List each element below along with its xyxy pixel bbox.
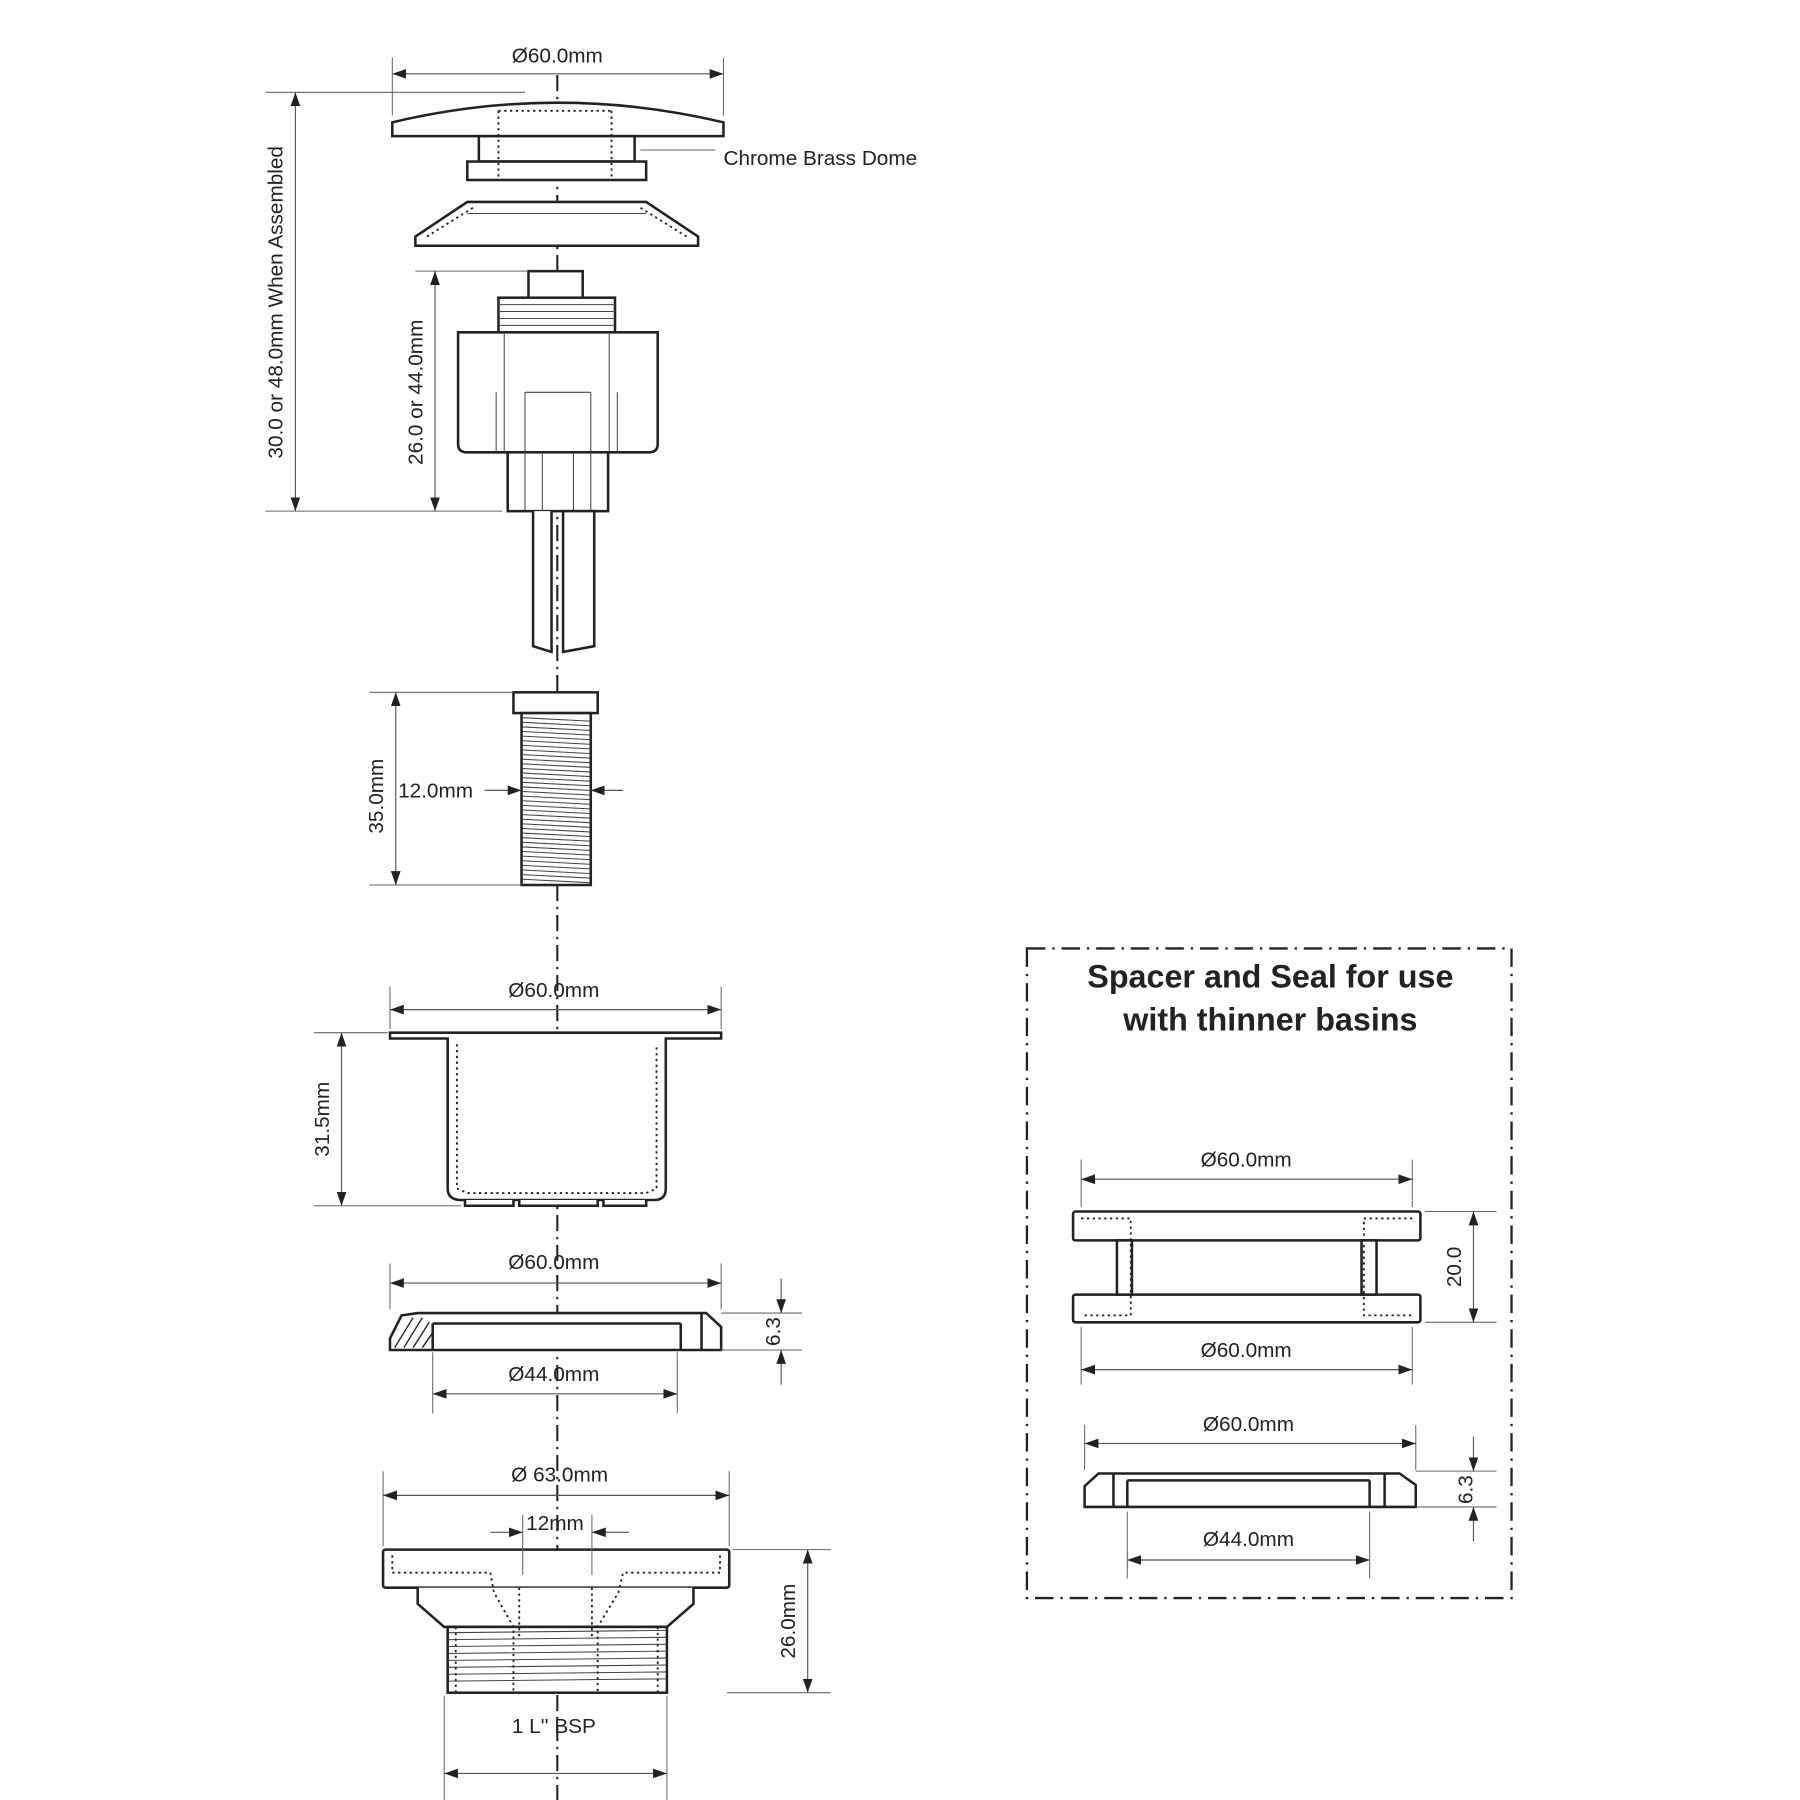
basket-height-label: 31.5mm [311, 1082, 334, 1157]
waste-basket-body [388, 1031, 723, 1208]
thread-line [522, 860, 590, 865]
thread-line [522, 804, 590, 810]
panel-seal-outer-diameter-label: Ø60.0mm [1203, 1413, 1294, 1436]
thread-line [522, 767, 590, 773]
spacer [1071, 1210, 1422, 1324]
body-height-label: 26.0mm [777, 1584, 800, 1659]
dome-diameter-label: Ø60.0mm [512, 44, 603, 67]
basin-seal [388, 1311, 723, 1352]
thread-line [522, 855, 590, 861]
thread-line [522, 763, 590, 768]
threaded-rod [512, 691, 599, 887]
waste-body-thread [381, 1548, 731, 1694]
thread-line [522, 781, 590, 787]
thread-line [522, 777, 590, 782]
trim-ring [414, 200, 700, 248]
chrome-brass-dome-label: Chrome Brass Dome [723, 147, 917, 170]
panel-seal-inner-diameter-label: Ø44.0mm [1203, 1528, 1294, 1551]
thread-line [522, 721, 590, 727]
thread-line [522, 814, 590, 819]
thread-line [448, 1678, 666, 1682]
thread-line [522, 791, 590, 796]
thread-line [522, 832, 590, 838]
assembled-height-label: 30.0 or 48.0mm When Assembled [265, 146, 288, 459]
thread-line [522, 795, 590, 801]
thread-line [522, 758, 590, 764]
spacer-bottom-diameter-label: Ø60.0mm [1201, 1339, 1292, 1362]
thread-line [448, 1650, 666, 1654]
thread-line [448, 1629, 666, 1634]
thread-line [522, 731, 590, 736]
thread-line [522, 846, 590, 851]
panel-seal-thickness-label: 6.3 [1454, 1475, 1477, 1504]
body-thread-label: 1 L'' BSP [512, 1715, 596, 1738]
thread-line [522, 717, 590, 722]
thread-line [522, 823, 590, 828]
thread-line [522, 874, 590, 879]
panel-title-line1: Spacer and Seal for use [1087, 959, 1453, 995]
body-bore-label: 12mm [526, 1512, 584, 1535]
thread-line [522, 878, 590, 884]
rod-diameter-label: 12.0mm [398, 779, 473, 802]
mechanism-height-label: 26.0 or 44.0mm [404, 320, 427, 465]
seal-thickness-label: 6.3 [762, 1317, 785, 1346]
rod-length-label: 35.0mm [365, 759, 388, 834]
thread-line [522, 827, 590, 833]
panel-title-line2: with thinner basins [1122, 1001, 1417, 1037]
thread-line [522, 749, 590, 754]
spacer-height-label: 20.0 [1443, 1247, 1466, 1287]
seal-inner-diameter-label: Ø44.0mm [508, 1363, 599, 1386]
chrome-brass-dome [391, 101, 725, 182]
thread-line [522, 841, 590, 847]
thread-line [522, 818, 590, 824]
click-clack-mechanism [456, 269, 659, 654]
thread-line [522, 851, 590, 856]
seal-outer-diameter-label: Ø60.0mm [508, 1251, 599, 1274]
thread-line [522, 864, 590, 870]
thread-line [522, 754, 590, 759]
thread-line [522, 735, 590, 741]
thread-line [522, 744, 590, 750]
thread-line [448, 1664, 666, 1668]
thread-line [522, 786, 590, 791]
thread-line [448, 1643, 666, 1648]
thin-basin-seal [1083, 1472, 1418, 1509]
thread-line [522, 800, 590, 805]
thread-line [448, 1657, 666, 1661]
thread-line [522, 740, 590, 745]
basket-diameter-label: Ø60.0mm [508, 979, 599, 1002]
thread-line [522, 809, 590, 814]
thread-line [448, 1636, 666, 1641]
thread-line [522, 837, 590, 842]
thread-line [522, 772, 590, 778]
thread-line [448, 1671, 666, 1675]
spacer-seal-panel: Spacer and Seal for use with thinner bas… [1025, 947, 1513, 1600]
thread-line [522, 869, 590, 874]
spacer-top-diameter-label: Ø60.0mm [1201, 1149, 1292, 1172]
thread-line [522, 726, 590, 731]
body-flange-diameter-label: Ø 63.0mm [511, 1464, 608, 1487]
